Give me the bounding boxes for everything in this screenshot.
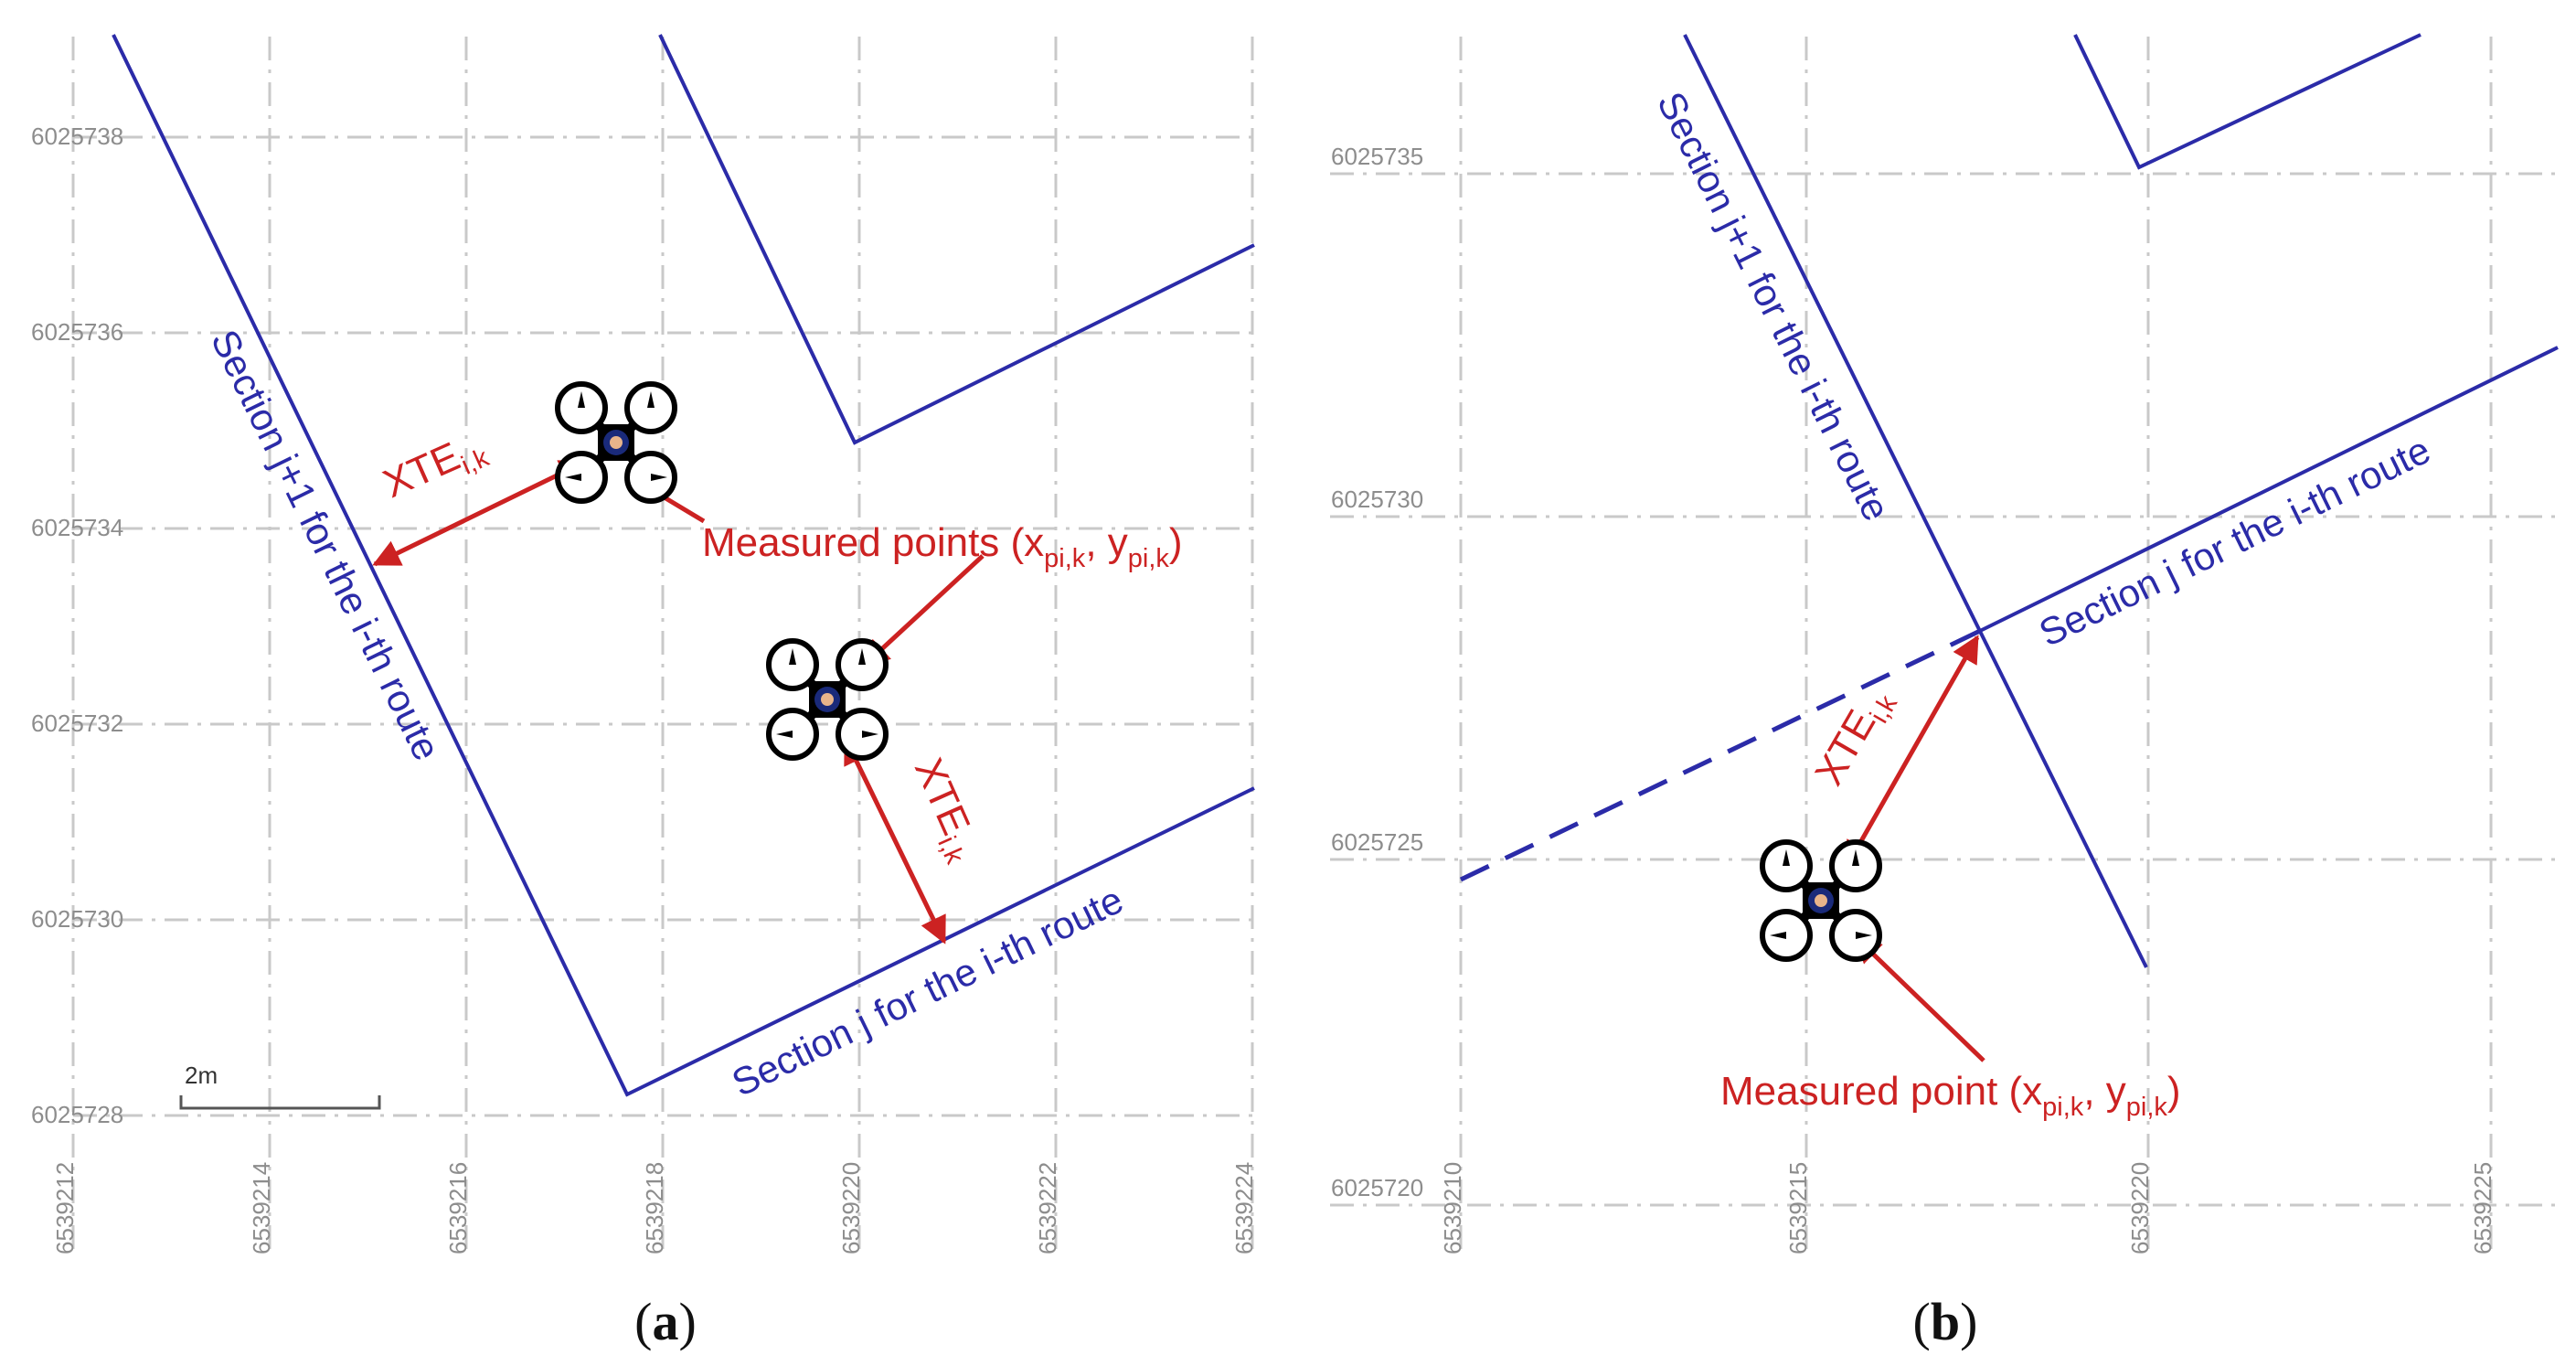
drone-icon	[769, 641, 886, 758]
panel-a-xte-label-1: XTEi,k	[377, 423, 494, 513]
scale-label: 2m	[185, 1062, 218, 1089]
y-tick: 6025730	[1331, 486, 1423, 513]
x-tick: 6539214	[248, 1162, 275, 1254]
panel-a-measured-arrow-2	[861, 554, 985, 668]
x-tick: 6539220	[837, 1162, 865, 1254]
panel-b-section-j-line	[1979, 346, 2559, 633]
panel-b-measured-label: Measured point (xpi,k, ypi,k)	[1720, 1069, 2181, 1122]
x-tick: 6539218	[641, 1162, 668, 1254]
panel-b-measured-arrow	[1853, 934, 1985, 1062]
x-tick: 6539225	[2469, 1162, 2496, 1254]
panel-b-section-j1-line	[1683, 34, 2148, 968]
y-tick: 6025734	[31, 514, 123, 541]
x-tick: 6539215	[1784, 1162, 1812, 1254]
panel-b-grid	[1330, 37, 2560, 1253]
drone-icon	[558, 384, 675, 501]
y-tick: 6025732	[31, 710, 123, 737]
panel-b-xte-label: XTEi,k	[1806, 679, 1903, 796]
panel-a-route-adjacent	[658, 34, 1255, 445]
x-tick: 6539212	[51, 1162, 79, 1254]
y-tick: 6025720	[1331, 1174, 1423, 1201]
panel-a: 6025738 6025736 6025734 6025732 6025730 …	[31, 34, 1258, 1351]
panel-a-xte-label-2: XTEi,k	[899, 752, 989, 869]
x-tick: 6539224	[1230, 1162, 1258, 1254]
x-tick: 6539220	[2126, 1162, 2154, 1254]
panel-a-scale-bar: 2m	[179, 1062, 381, 1110]
panel-b-section-j1-label: Section j+1 for the i-th route	[1649, 85, 1899, 528]
y-tick: 6025730	[31, 905, 123, 933]
panel-a-caption: (a)	[634, 1292, 697, 1351]
panel-a-y-ticks: 6025738 6025736 6025734 6025732 6025730 …	[31, 123, 123, 1128]
panel-a-xte-arrow-2	[843, 736, 947, 944]
panel-b-xte-arrow	[1844, 635, 1980, 870]
x-tick: 6539216	[444, 1162, 472, 1254]
panel-b-x-ticks: 6539210 6539215 6539220 6539225	[1439, 1162, 2496, 1254]
y-tick: 6025725	[1331, 828, 1423, 856]
panel-a-xte-arrow-1	[372, 459, 588, 567]
x-tick: 6539210	[1439, 1162, 1466, 1254]
panel-b-y-ticks: 6025735 6025730 6025725 6025720	[1331, 143, 1423, 1201]
y-tick: 6025736	[31, 318, 123, 346]
panel-a-grid	[71, 37, 1257, 1253]
panel-b-route-adjacent	[2073, 33, 2422, 170]
x-tick: 6539222	[1034, 1162, 1061, 1254]
y-tick: 6025728	[31, 1101, 123, 1128]
y-tick: 6025735	[1331, 143, 1423, 170]
y-tick: 6025738	[31, 123, 123, 150]
panel-b-caption: (b)	[1913, 1292, 1978, 1351]
panel-a-route-j-and-j1	[112, 34, 1255, 1097]
panel-b: 6025735 6025730 6025725 6025720 6539210 …	[1330, 33, 2560, 1351]
panel-b-section-j-extension	[1459, 628, 1982, 882]
panel-a-measured-label: Measured points (xpi,k, ypi,k)	[702, 520, 1183, 573]
panel-b-section-j-label: Section j for the i-th route	[2032, 428, 2436, 655]
panel-a-x-ticks: 6539212 6539214 6539216 6539218 6539220 …	[51, 1162, 1258, 1254]
